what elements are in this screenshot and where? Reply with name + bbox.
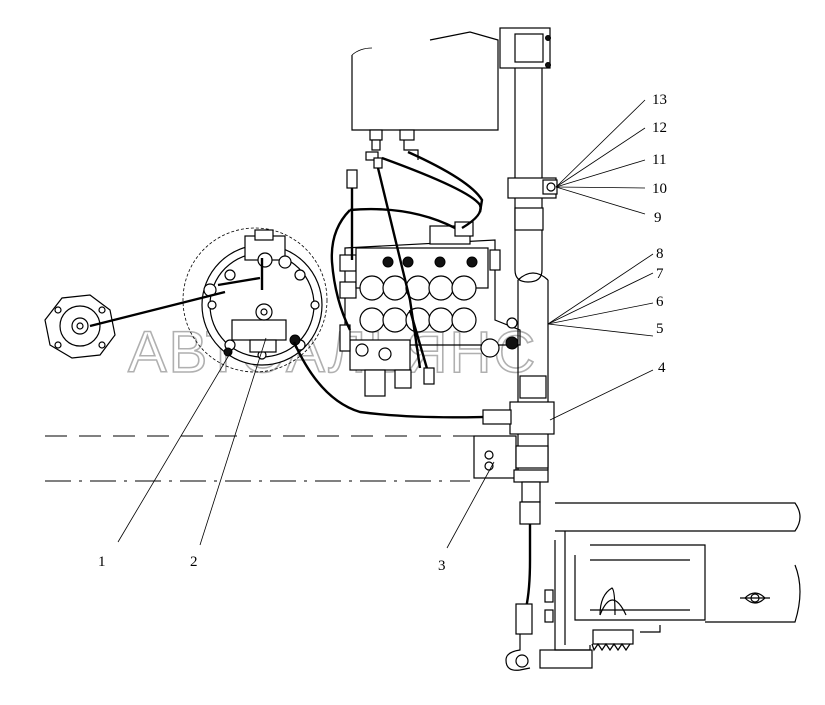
callout-11: 11 xyxy=(652,152,666,168)
callout-2: 2 xyxy=(190,554,198,570)
callout-7: 7 xyxy=(656,266,664,282)
control-valve-block xyxy=(339,221,521,397)
callout-3: 3 xyxy=(438,558,446,574)
callout-8: 8 xyxy=(656,246,664,262)
callout-labels: 1 2 3 4 5 6 7 8 9 10 11 12 13 xyxy=(98,92,667,574)
callout-5: 5 xyxy=(656,321,664,337)
leader-lines xyxy=(117,99,654,549)
remote-motor xyxy=(44,294,116,359)
callout-6: 6 xyxy=(656,294,664,310)
hydraulic-pump xyxy=(182,227,328,373)
vertical-column xyxy=(473,27,558,525)
callout-1: 1 xyxy=(98,554,106,570)
callout-13: 13 xyxy=(652,92,667,108)
callout-9: 9 xyxy=(654,210,662,226)
bottom-right-frame xyxy=(544,502,801,652)
frame-rail-dashed xyxy=(45,435,500,482)
hydraulic-hoses xyxy=(89,150,512,425)
callout-10: 10 xyxy=(652,181,667,197)
callout-12: 12 xyxy=(652,120,667,136)
hydraulic-tank xyxy=(351,31,499,169)
callout-4: 4 xyxy=(658,360,666,376)
lower-cable xyxy=(505,524,593,671)
